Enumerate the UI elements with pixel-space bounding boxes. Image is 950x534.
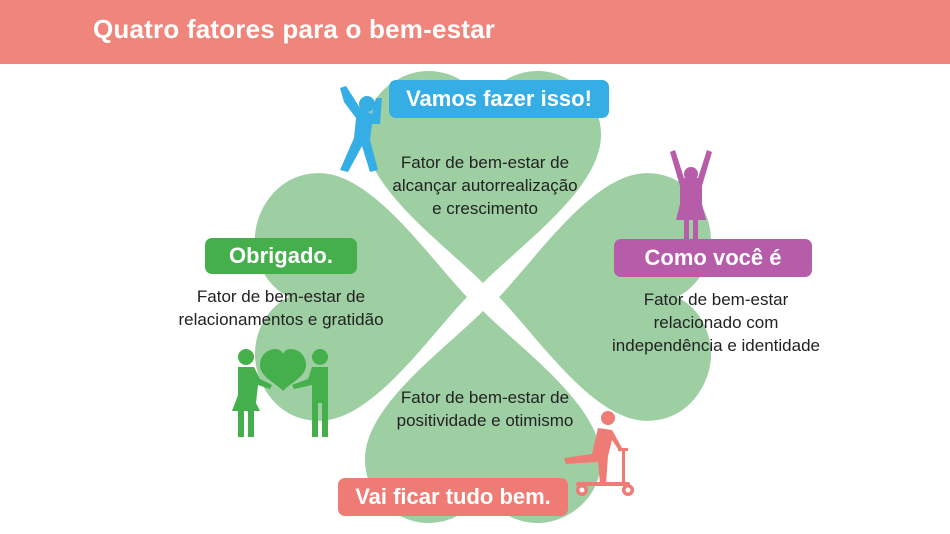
title-banner: Quatro fatores para o bem-estar [0, 0, 950, 64]
description-right: Fator de bem-estar relacionado com indep… [585, 288, 847, 357]
badge-como-voce-e: Como você é [614, 239, 812, 277]
badge-vai-ficar-tudo-bem: Vai ficar tudo bem. [338, 478, 568, 516]
badge-obrigado: Obrigado. [205, 238, 357, 274]
page-title: Quatro fatores para o bem-estar [93, 14, 496, 44]
person-on-scooter-icon [564, 411, 634, 496]
description-left: Fator de bem-estar de relacionamentos e … [150, 285, 412, 331]
description-line: alcançar autorrealização [392, 176, 578, 195]
description-line: relacionado com [653, 313, 779, 332]
description-top: Fator de bem-estar de alcançar autorreal… [355, 151, 615, 220]
description-line: Fator de bem-estar de [400, 388, 570, 407]
description-line: independência e identidade [612, 336, 820, 355]
description-line: e crescimento [432, 199, 538, 218]
description-line: Fator de bem-estar de [196, 287, 366, 306]
person-celebrating-icon [340, 86, 382, 172]
description-line: relacionamentos e gratidão [178, 310, 384, 329]
description-bottom: Fator de bem-estar de positividade e oti… [360, 386, 610, 432]
description-line: positividade e otimismo [396, 411, 574, 430]
people-sharing-heart-icon [232, 349, 328, 437]
description-line: Fator de bem-estar de [400, 153, 570, 172]
description-line: Fator de bem-estar [643, 290, 789, 309]
woman-arms-raised-icon [670, 150, 712, 242]
badge-vamos-fazer-isso: Vamos fazer isso! [389, 80, 609, 118]
